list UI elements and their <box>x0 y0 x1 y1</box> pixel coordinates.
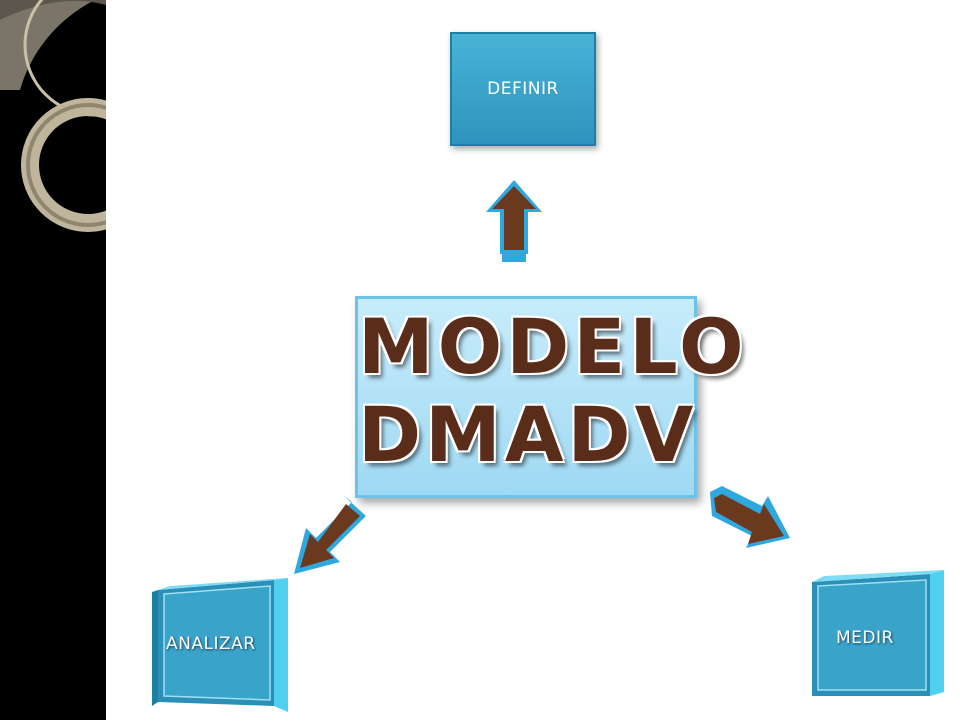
arrow-down-right-icon <box>710 486 790 548</box>
node-medir <box>812 570 944 696</box>
decorative-left-strip <box>0 0 167 720</box>
node-definir: DEFINIR <box>450 32 596 146</box>
arrow-down-left-icon <box>294 496 366 574</box>
arrow-up-icon <box>486 180 542 262</box>
node-medir-label: MEDIR <box>836 628 894 648</box>
decorative-rings-icon <box>0 0 167 232</box>
diagram-title-line2: DMADV <box>358 390 698 479</box>
node-definir-label: DEFINIR <box>487 79 559 99</box>
node-analizar-label: ANALIZAR <box>166 634 256 654</box>
center-title-box: MODELO DMADV <box>355 296 748 498</box>
diagram-title-line1: MODELO <box>358 302 748 391</box>
node-analizar <box>152 578 288 712</box>
